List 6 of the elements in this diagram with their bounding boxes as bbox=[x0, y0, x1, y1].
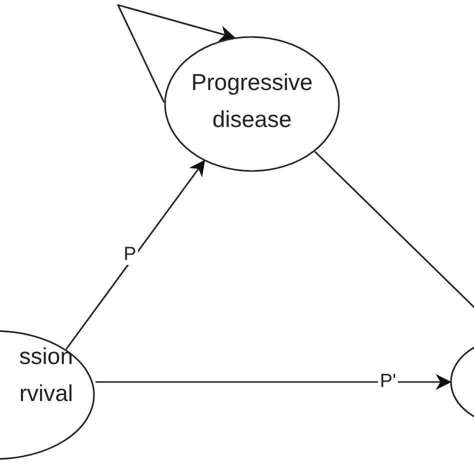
arrow bbox=[117, 4, 236, 103]
arrow bbox=[65, 160, 206, 350]
arrow bbox=[96, 374, 452, 390]
state-ellipse bbox=[164, 36, 340, 172]
state-label: Progressive disease bbox=[190, 68, 314, 134]
state-label: ssion rvival bbox=[18, 342, 73, 408]
